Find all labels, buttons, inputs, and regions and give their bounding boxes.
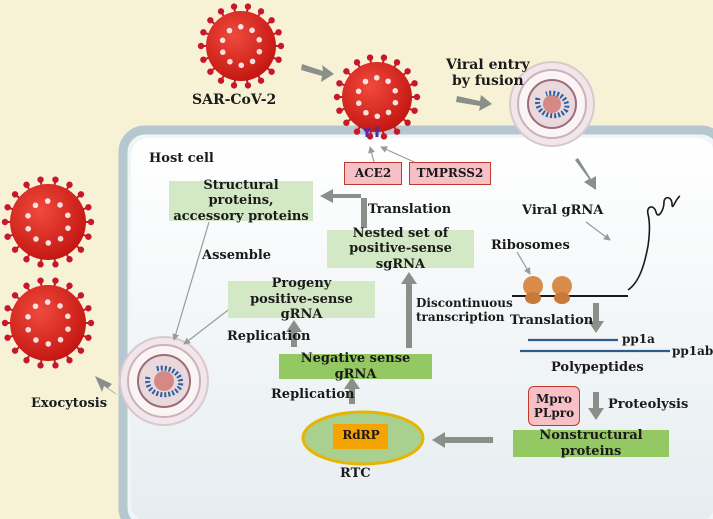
label-rtc: RTC xyxy=(340,466,371,481)
rdrp-box xyxy=(333,424,388,449)
label-viral-grna: Viral gRNA xyxy=(522,203,604,218)
pointer-ace2 xyxy=(368,146,375,163)
ace2-box: ACE2 xyxy=(344,162,402,185)
label-proteolysis: Proteolysis xyxy=(608,397,689,412)
label-discontinuous: Discontinuous transcription xyxy=(416,296,513,325)
rna-strand-icon xyxy=(627,195,681,291)
label-viral-entry-line2: by fusion xyxy=(451,73,524,90)
label-mpro: Mpro xyxy=(536,391,572,406)
virus-layer xyxy=(1,3,421,369)
pointer-tmprss2 xyxy=(380,146,415,163)
endosome-icon xyxy=(509,61,595,147)
label-discontinuous-line2: transcription xyxy=(416,309,505,324)
label-assemble: Assemble xyxy=(202,248,272,263)
label-structural-line2: accessory proteins xyxy=(173,208,309,224)
virus-icon xyxy=(1,277,95,369)
label-nested-line1: Nested set of xyxy=(352,225,449,241)
label-sarscov2: SAR-CoV-2 xyxy=(192,92,277,108)
nested-sgrna-box: Nested set of positive-sense sgRNA xyxy=(327,226,474,272)
label-nested-line2: positive-sense sgRNA xyxy=(349,241,452,272)
label-translation-upper: Translation xyxy=(368,202,452,217)
receptor-icon xyxy=(362,126,379,137)
label-exocytosis: Exocytosis xyxy=(31,396,108,411)
label-replication-upper: Replication xyxy=(227,329,311,344)
label-pp1a: pp1a xyxy=(622,332,655,346)
label-ribosomes: Ribosomes xyxy=(491,238,570,253)
label-host-cell: Host cell xyxy=(149,151,214,166)
label-pp1ab: pp1ab xyxy=(672,344,713,358)
progeny-grna-box: Progeny positive-sense gRNA xyxy=(228,276,375,322)
label-viral-entry: Viral entry by fusion xyxy=(446,57,530,89)
pointer-viral-grna xyxy=(585,221,611,241)
process-arrows xyxy=(95,64,604,448)
label-translation-ribosome: Translation xyxy=(510,313,594,328)
virus-icon xyxy=(197,3,285,89)
tmprss2-box: TMPRSS2 xyxy=(409,162,491,185)
pointer-ribosomes xyxy=(516,251,531,275)
ribosome-icon xyxy=(523,276,572,304)
nonstructural-proteins-box: Nonstructural proteins xyxy=(513,428,669,459)
label-structural-line1: Structural proteins, xyxy=(203,177,279,209)
negative-sense-grna-box: Negative sense gRNA xyxy=(279,351,432,382)
label-polypeptides: Polypeptides xyxy=(551,360,644,375)
label-progeny-line2: positive-sense gRNA xyxy=(250,291,353,323)
label-replication-lower: Replication xyxy=(271,387,355,402)
structural-proteins-box: Structural proteins, accessory proteins xyxy=(169,177,313,224)
label-discontinuous-line1: Discontinuous xyxy=(416,296,513,310)
endosome-icon xyxy=(119,336,209,426)
label-progeny-line1: Progeny xyxy=(271,276,332,292)
pointer-progeny xyxy=(183,303,237,345)
label-rdrp: RdRP xyxy=(342,428,380,442)
pointer-assemble xyxy=(172,221,210,341)
virus-icon xyxy=(333,54,421,140)
protease-box: Mpro PLpro xyxy=(528,386,580,426)
label-viral-entry-line1: Viral entry xyxy=(446,57,530,73)
label-plpro: PLpro xyxy=(533,406,575,420)
virus-icon xyxy=(1,176,95,268)
